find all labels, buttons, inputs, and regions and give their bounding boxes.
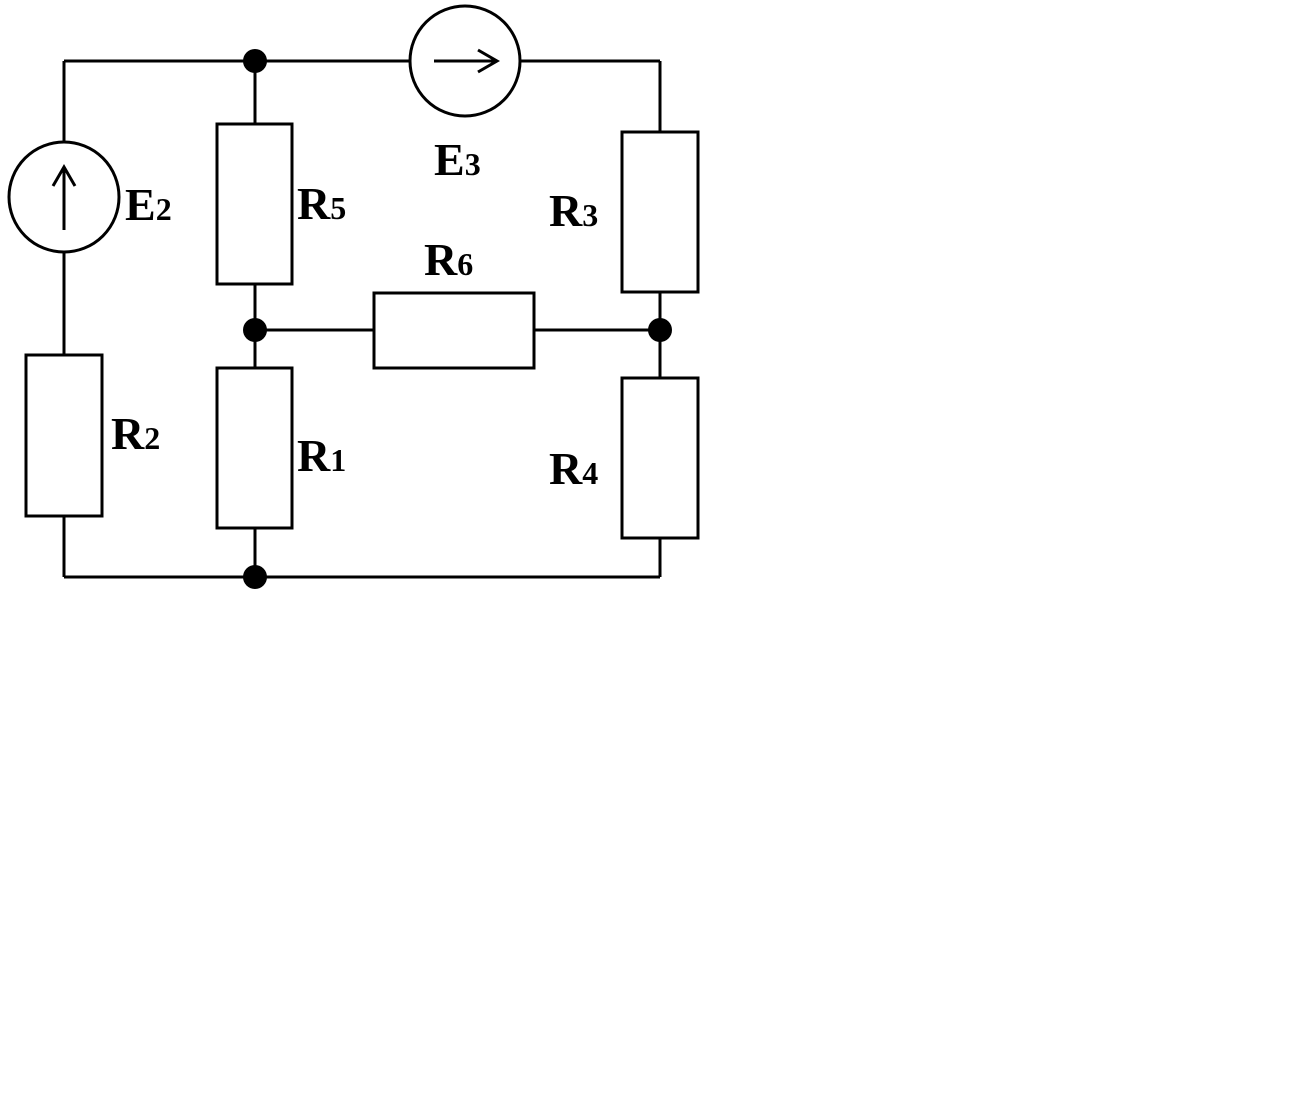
- resistor-r2: [24, 353, 104, 518]
- resistor-r3: [620, 130, 700, 294]
- label-r5: R5: [297, 178, 346, 229]
- resistor-r5: [215, 122, 294, 286]
- resistor-r1: [215, 366, 294, 530]
- label-e3: E3: [434, 134, 481, 185]
- arrow-right-head: [477, 48, 500, 74]
- label-r6: R6: [424, 234, 473, 285]
- junction-node-top: [243, 49, 267, 73]
- resistor-r4: [620, 376, 700, 540]
- voltage-source-e3: [408, 4, 522, 118]
- arrow-up-head: [51, 164, 77, 187]
- label-r3: R3: [549, 185, 598, 236]
- voltage-source-e2: [7, 140, 121, 254]
- label-e2: E2: [125, 179, 172, 230]
- wires: [62, 59, 662, 579]
- label-r2: R2: [111, 408, 160, 459]
- label-r1: R1: [297, 430, 346, 481]
- junction-node-center-right: [648, 318, 672, 342]
- junction-node-bottom: [243, 565, 267, 589]
- junction-node-center-left: [243, 318, 267, 342]
- label-r4: R4: [549, 443, 598, 494]
- resistor-r6: [372, 291, 536, 370]
